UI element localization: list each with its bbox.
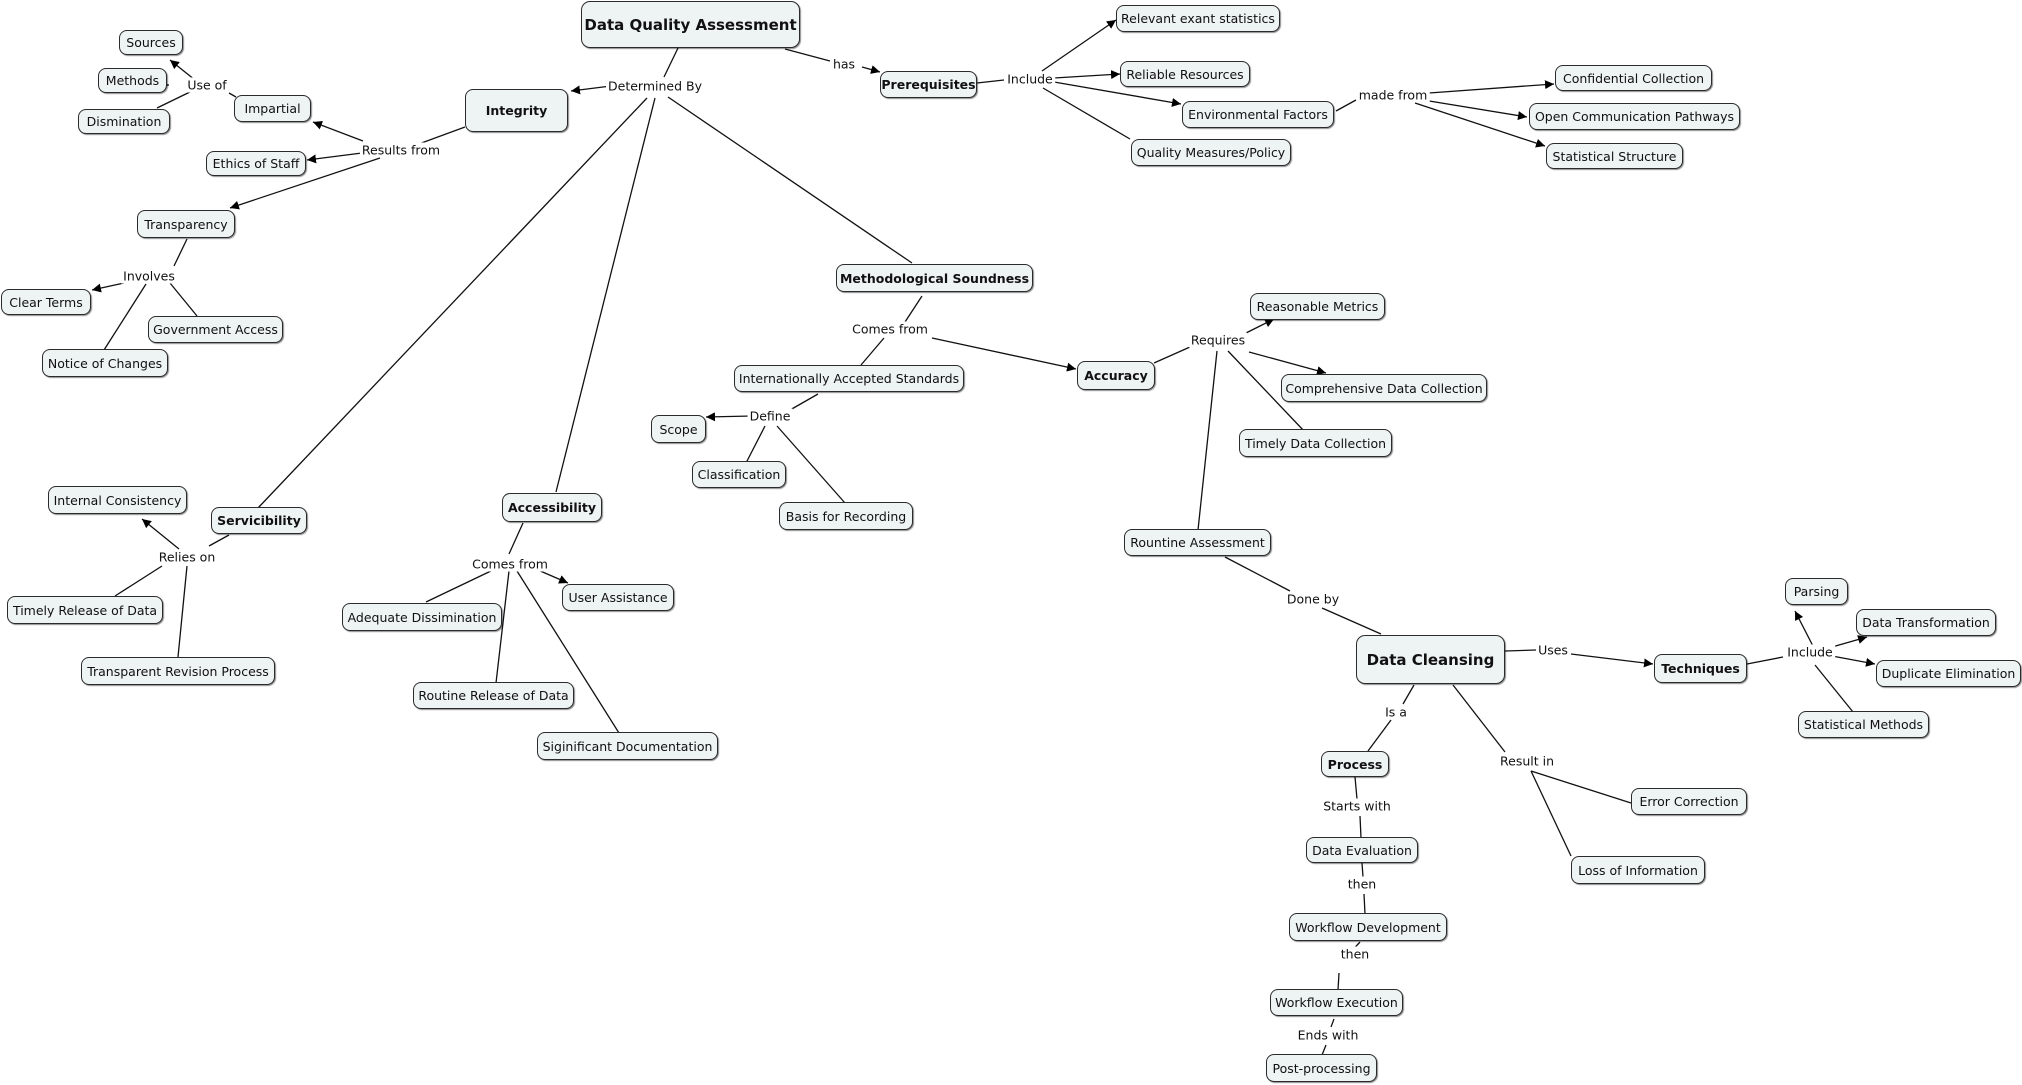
node-relevant-exant-statistics[interactable]: Relevant exant statistics: [1116, 5, 1280, 32]
node-notice-of-changes[interactable]: Notice of Changes: [42, 349, 168, 377]
link-label-use-of: Use of: [185, 77, 229, 93]
node-clear-terms[interactable]: Clear Terms: [1, 289, 91, 315]
node-parsing[interactable]: Parsing: [1785, 578, 1848, 605]
node-loss-of-information[interactable]: Loss of Information: [1571, 856, 1705, 884]
link-label-starts-with: Starts with: [1321, 798, 1393, 814]
link-label-then-2: then: [1338, 946, 1372, 962]
node-user-assistance[interactable]: User Assistance: [562, 584, 674, 611]
node-government-access[interactable]: Government Access: [148, 316, 283, 343]
node-workflow-development[interactable]: Workflow Development: [1289, 913, 1447, 941]
link-label-results-from: Results from: [359, 142, 443, 158]
node-comprehensive-data-collection[interactable]: Comprehensive Data Collection: [1281, 374, 1487, 402]
node-methods[interactable]: Methods: [98, 68, 167, 93]
node-adequate-dissimination[interactable]: Adequate Dissimination: [342, 603, 502, 631]
link-label-comes-from-methodological: Comes from: [850, 321, 930, 337]
link-label-is-a: Is a: [1383, 704, 1409, 720]
node-sources[interactable]: Sources: [119, 30, 183, 55]
node-servicibility[interactable]: Servicibility: [211, 507, 307, 534]
link-label-include-prerequisites: Include: [1005, 71, 1055, 87]
node-reasonable-metrics[interactable]: Reasonable Metrics: [1250, 293, 1385, 320]
link-label-define: Define: [747, 408, 793, 424]
node-transparency[interactable]: Transparency: [137, 210, 235, 238]
node-statistical-methods[interactable]: Statistical Methods: [1798, 711, 1929, 738]
node-statistical-structure[interactable]: Statistical Structure: [1546, 143, 1683, 169]
link-label-relies-on: Relies on: [156, 549, 218, 565]
link-label-comes-from-accessibility: Comes from: [470, 556, 550, 572]
node-post-processing[interactable]: Post-processing: [1266, 1054, 1377, 1082]
node-internationally-accepted-standards[interactable]: Internationally Accepted Standards: [734, 365, 964, 392]
node-reliable-resources[interactable]: Reliable Resources: [1120, 61, 1250, 87]
node-quality-measures-policy[interactable]: Quality Measures/Policy: [1131, 139, 1291, 166]
node-accessibility[interactable]: Accessibility: [502, 493, 602, 522]
node-basis-for-recording[interactable]: Basis for Recording: [779, 502, 913, 530]
link-label-include-techniques: Include: [1785, 644, 1835, 660]
node-methodological-soundness[interactable]: Methodological Soundness: [836, 264, 1033, 292]
node-data-evaluation[interactable]: Data Evaluation: [1306, 837, 1418, 863]
link-label-uses: Uses: [1536, 642, 1570, 658]
node-environmental-factors[interactable]: Environmental Factors: [1182, 101, 1334, 128]
node-timely-release-of-data[interactable]: Timely Release of Data: [7, 596, 163, 624]
node-routine-assessment[interactable]: Rountine Assessment: [1124, 529, 1271, 556]
node-open-communication-pathways[interactable]: Open Communication Pathways: [1529, 103, 1740, 130]
link-label-has: has: [830, 56, 858, 72]
node-integrity[interactable]: Integrity: [465, 89, 568, 132]
node-duplicate-elimination[interactable]: Duplicate Elimination: [1876, 660, 2021, 687]
link-label-then-1: then: [1345, 876, 1379, 892]
node-process[interactable]: Process: [1321, 751, 1389, 777]
node-techniques[interactable]: Techniques: [1654, 654, 1747, 683]
link-label-made-from: made from: [1356, 87, 1430, 103]
node-internal-consistency[interactable]: Internal Consistency: [48, 486, 187, 514]
node-dismination[interactable]: Dismination: [78, 109, 170, 134]
node-transparent-revision-process[interactable]: Transparent Revision Process: [81, 657, 275, 685]
link-label-done-by: Done by: [1284, 591, 1342, 607]
node-routine-release-of-data[interactable]: Routine Release of Data: [413, 682, 574, 709]
link-label-determined-by: Determined By: [606, 78, 704, 94]
link-label-result-in: Result in: [1498, 753, 1556, 769]
node-accuracy[interactable]: Accuracy: [1077, 361, 1155, 390]
node-error-correction[interactable]: Error Correction: [1631, 788, 1747, 815]
node-scope[interactable]: Scope: [651, 415, 706, 443]
node-prerequisites[interactable]: Prerequisites: [880, 71, 977, 98]
node-impartial[interactable]: Impartial: [234, 95, 311, 122]
node-ethics-of-staff[interactable]: Ethics of Staff: [206, 151, 306, 176]
node-confidential-collection[interactable]: Confidential Collection: [1555, 65, 1712, 91]
link-label-ends-with: Ends with: [1295, 1027, 1361, 1043]
link-label-requires: Requires: [1188, 332, 1248, 348]
node-data-quality-assessment[interactable]: Data Quality Assessment: [581, 1, 800, 48]
node-data-cleansing[interactable]: Data Cleansing: [1356, 635, 1505, 684]
node-timely-data-collection[interactable]: Timely Data Collection: [1239, 429, 1392, 457]
node-data-transformation[interactable]: Data Transformation: [1856, 609, 1996, 636]
node-classification[interactable]: Classification: [692, 461, 786, 488]
node-significant-documentation[interactable]: Siginificant Documentation: [537, 732, 718, 760]
link-label-involves: Involves: [121, 268, 177, 284]
node-workflow-execution[interactable]: Workflow Execution: [1270, 989, 1403, 1016]
